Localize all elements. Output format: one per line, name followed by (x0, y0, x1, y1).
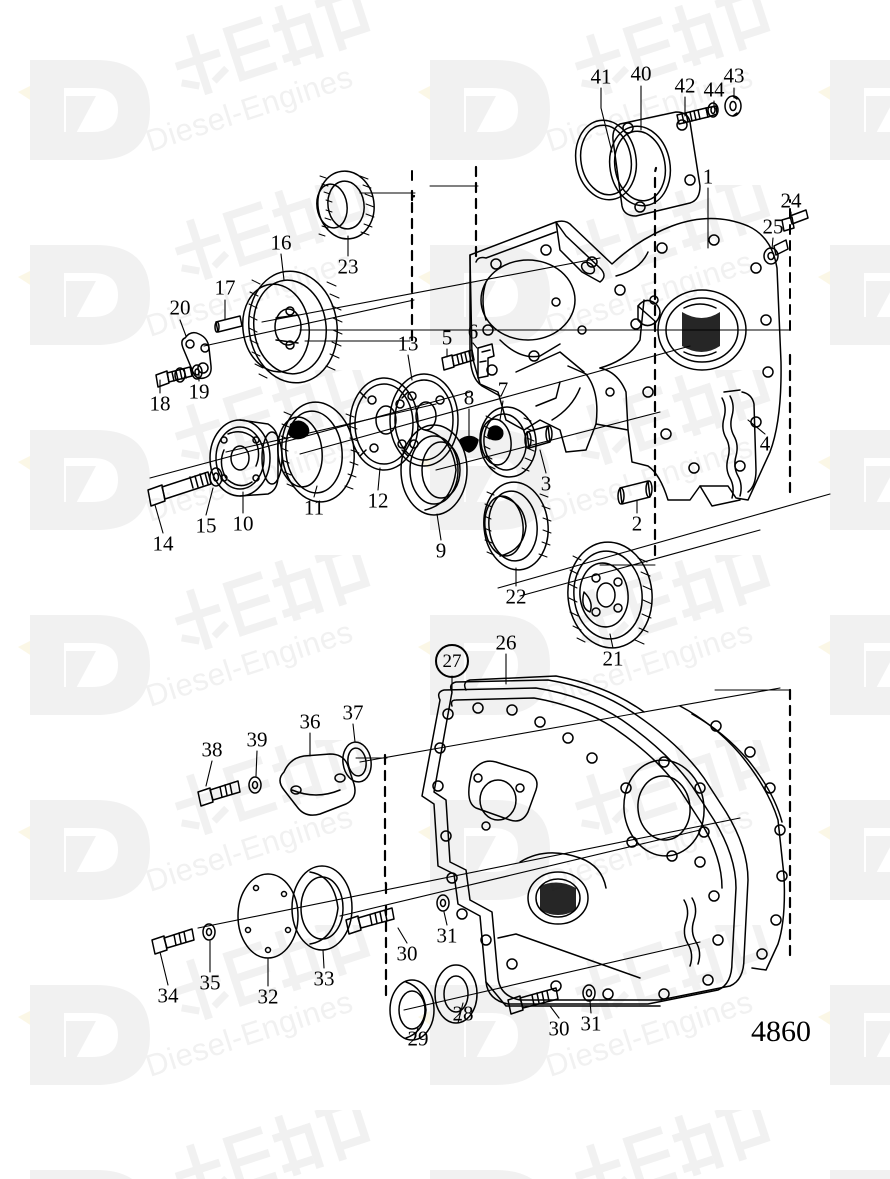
part-24-plug (773, 209, 809, 256)
callout-intermediate-gear: 22 (505, 584, 527, 609)
callout-hex-bolt: 14 (152, 531, 174, 556)
group-bracket-upper-2 (411, 169, 791, 331)
callout-gear-backing-plate: 12 (367, 488, 389, 513)
callout-dowel-sleeve: 3 (540, 471, 552, 496)
callout-plug-screw: 24 (780, 188, 802, 213)
callout-blanking-cover: 32 (257, 984, 279, 1009)
callout-hex-bolt-housing-2: 30 (548, 1016, 570, 1041)
callout-injection-pump-gear: 21 (602, 646, 624, 671)
callout-idler-gear: 7 (497, 377, 509, 402)
callout-washer-cover: 35 (199, 970, 221, 995)
callout-seal-ring-gasket: 41 (590, 64, 612, 89)
callout-crankshaft-gear: 11 (303, 495, 325, 520)
callout-oil-seal-ring: 9 (435, 538, 447, 563)
callout-flywheel-housing-gasket: 26 (495, 630, 517, 655)
callout-flat-washer: 15 (195, 513, 217, 538)
callout-cover-gasket: 33 (313, 966, 335, 991)
part-5-screw (441, 349, 475, 371)
callout-screw: 5 (441, 325, 453, 350)
callout-pump-drive-hub: 10 (232, 511, 254, 536)
callout-washer: 44 (703, 77, 725, 102)
callout-gasket-set: 27 (435, 644, 469, 678)
callout-sealing-washer: 25 (762, 214, 784, 239)
callout-bolt-cover: 34 (157, 983, 179, 1008)
callout-dowel-pin: 17 (214, 275, 236, 300)
callout-bolt: 18 (149, 391, 171, 416)
callout-lock-washer-housing-2: 31 (580, 1011, 602, 1036)
callout-washer-small: 39 (246, 727, 268, 752)
callout-nut: 43 (723, 63, 745, 88)
callout-o-ring: 37 (342, 700, 364, 725)
callout-lock-washer-housing: 31 (436, 923, 458, 948)
callout-thrust-plate: 13 (397, 331, 419, 356)
callout-casing-edge-seal: 4 (759, 431, 771, 456)
callout-stud-bolt: 42 (674, 73, 696, 98)
callout-hex-bolt-housing: 30 (396, 941, 418, 966)
callout-woodruff-key: 8 (463, 385, 475, 410)
callout-camshaft-gear: 16 (270, 230, 292, 255)
callout-timing-gear-casing: 1 (702, 164, 714, 189)
callout-double-flange-plate: 40 (630, 61, 652, 86)
callout-lock-washer: 19 (188, 379, 210, 404)
callout-cover-plate: 36 (299, 709, 321, 734)
callout-bolt-short: 38 (201, 737, 223, 762)
callout-dowel-pin-long: 2 (631, 511, 643, 536)
callout-gear-hub: 23 (337, 254, 359, 279)
callout-seal-retaining-ring: 28 (452, 1001, 474, 1026)
callout-retaining-bracket: 20 (169, 295, 191, 320)
callout-retainer-clip: 6 (467, 319, 479, 344)
callout-crankshaft-seal: 29 (407, 1026, 429, 1051)
